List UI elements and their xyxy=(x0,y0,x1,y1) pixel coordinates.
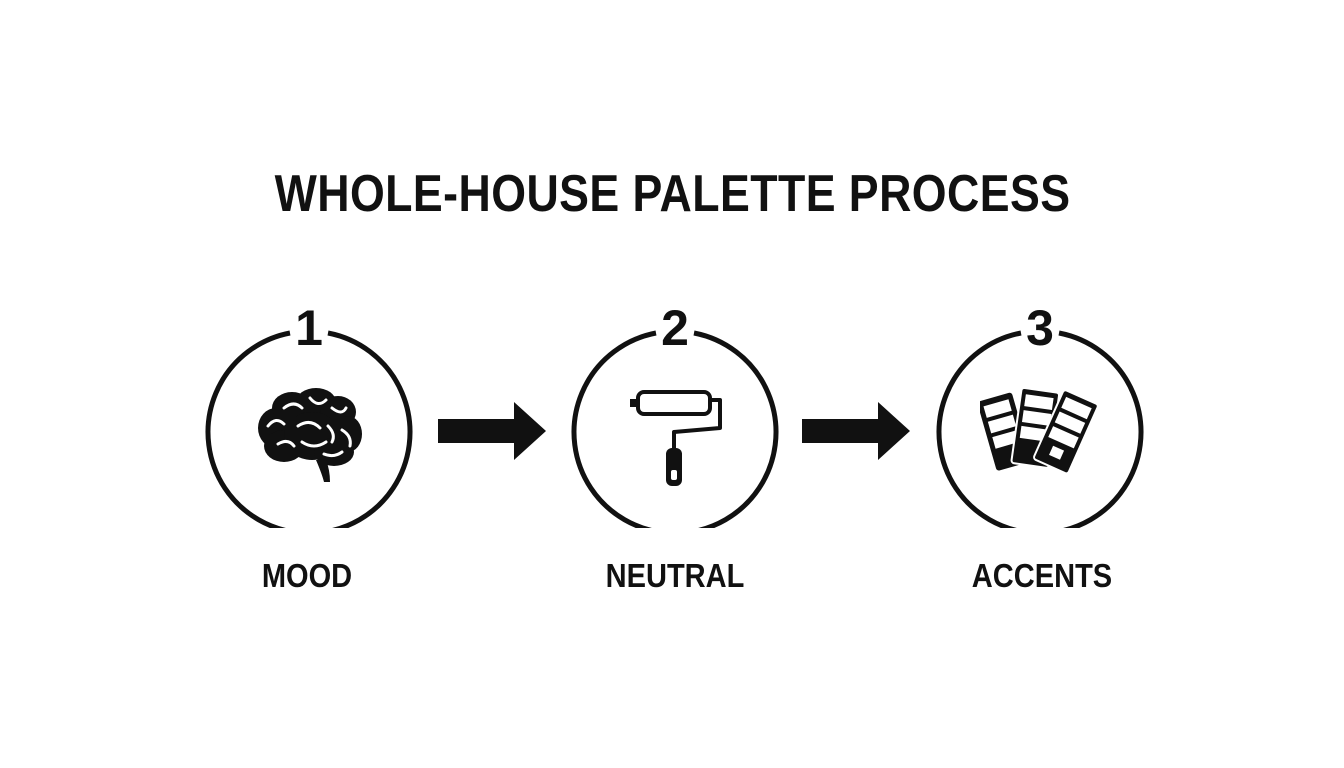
step-ring-2 xyxy=(571,330,779,528)
step-number-1: 1 xyxy=(295,300,323,356)
step-ring-1 xyxy=(205,330,413,528)
arrow-right-icon xyxy=(438,402,546,460)
color-swatches-icon xyxy=(980,386,1099,475)
step-label-neutral: NEUTRAL xyxy=(605,557,745,594)
step-label-accents: ACCENTS xyxy=(971,557,1113,594)
step-number-3: 3 xyxy=(1026,300,1054,356)
step-label-mood: MOOD xyxy=(261,557,353,594)
brain-icon xyxy=(258,388,362,482)
step-number-2: 2 xyxy=(661,300,689,356)
paint-roller-icon xyxy=(630,390,722,486)
arrow-right-icon xyxy=(802,402,910,460)
step-ring-3 xyxy=(936,330,1144,528)
diagram-title: WHOLE-HOUSE PALETTE PROCESS xyxy=(274,165,1071,223)
